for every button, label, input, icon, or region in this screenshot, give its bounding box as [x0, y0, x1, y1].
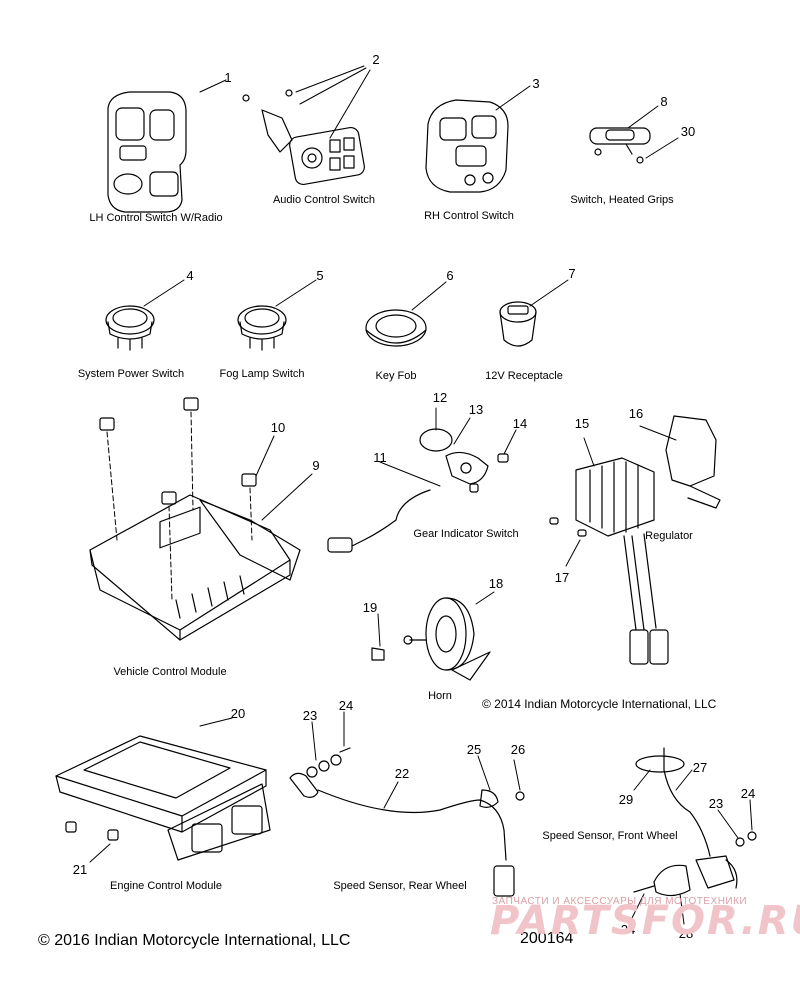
callout-24: 24	[338, 698, 354, 713]
label-rh-control-switch: RH Control Switch	[424, 210, 514, 222]
callout-20: 20	[230, 706, 246, 721]
callout-13: 13	[468, 402, 484, 417]
callout-7: 7	[568, 266, 576, 281]
rh-control-switch-drawing	[425, 85, 531, 193]
callout-2: 2	[372, 52, 380, 67]
label-gear-indicator-switch: Gear Indicator Switch	[413, 528, 519, 540]
label-fog-lamp-switch: Fog Lamp Switch	[219, 368, 305, 380]
callout-6: 6	[446, 268, 454, 283]
callout-29: 29	[618, 792, 634, 807]
speed-sensor-rear-drawing	[289, 711, 525, 897]
callout-1: 1	[224, 70, 232, 85]
label-switch-heated-grips: Switch, Heated Grips	[570, 194, 674, 206]
callout-27: 27	[692, 760, 708, 775]
callout-24-bottom: 24	[620, 922, 636, 937]
diagram-number: 200164	[520, 930, 574, 947]
receptacle-12v-drawing	[499, 279, 569, 347]
callout-21: 21	[72, 862, 88, 877]
watermark-tagline: ЗАПЧАСТИ И АКСЕССУАРЫ ДЛЯ МОТОТЕХНИКИ	[492, 896, 748, 907]
callout-18: 18	[488, 576, 504, 591]
copyright-2014: © 2014 Indian Motorcycle International, …	[482, 697, 717, 711]
label-key-fob: Key Fob	[375, 370, 417, 382]
engine-control-module-drawing	[55, 717, 271, 863]
gear-indicator-switch-drawing	[327, 407, 517, 553]
callout-16: 16	[628, 406, 644, 421]
speed-sensor-front-drawing	[631, 747, 757, 925]
callout-19: 19	[362, 600, 378, 615]
vehicle-control-module-drawing	[89, 397, 313, 641]
callout-24-front: 24	[740, 786, 756, 801]
callout-17: 17	[554, 570, 570, 585]
copyright-2016: © 2016 Indian Motorcycle International, …	[38, 932, 351, 949]
callout-10: 10	[270, 420, 286, 435]
heated-grips-switch-drawing	[589, 105, 679, 164]
watermark-brand: PARTSFOR.RU	[490, 898, 800, 944]
callout-22: 22	[394, 766, 410, 781]
label-system-power-switch: System Power Switch	[77, 368, 185, 380]
label-horn: Horn	[428, 690, 452, 702]
callout-11: 11	[373, 450, 387, 465]
system-power-switch-drawing	[105, 279, 185, 351]
lh-control-switch-drawing	[107, 79, 227, 213]
callout-4: 4	[186, 268, 194, 283]
key-fob-drawing	[365, 281, 447, 347]
callout-25: 25	[466, 742, 482, 757]
callout-23: 23	[302, 708, 318, 723]
callout-15: 15	[574, 416, 590, 431]
label-audio-control-switch: Audio Control Switch	[272, 194, 376, 206]
callout-28: 28	[678, 926, 694, 941]
regulator-drawing	[549, 415, 721, 665]
callout-8: 8	[660, 94, 668, 109]
callout-14: 14	[512, 416, 528, 431]
label-speed-sensor-rear: Speed Sensor, Rear Wheel	[333, 880, 467, 892]
fog-lamp-switch-drawing	[237, 279, 317, 351]
label-engine-control-module: Engine Control Module	[110, 880, 222, 892]
callout-12: 12	[432, 390, 448, 405]
callout-30: 30	[680, 124, 696, 139]
label-speed-sensor-front: Speed Sensor, Front Wheel	[542, 830, 678, 842]
callout-23-front: 23	[708, 796, 724, 811]
callout-26: 26	[510, 742, 526, 757]
label-12v-receptacle: 12V Receptacle	[485, 370, 563, 382]
horn-drawing	[371, 591, 495, 681]
label-vehicle-control-module: Vehicle Control Module	[113, 666, 227, 678]
label-lh-control-switch: LH Control Switch W/Radio	[89, 212, 223, 224]
callout-3: 3	[532, 76, 540, 91]
callout-9: 9	[312, 458, 320, 473]
audio-control-switch-drawing	[242, 65, 371, 186]
label-regulator: Regulator	[645, 530, 693, 542]
callout-5: 5	[316, 268, 324, 283]
